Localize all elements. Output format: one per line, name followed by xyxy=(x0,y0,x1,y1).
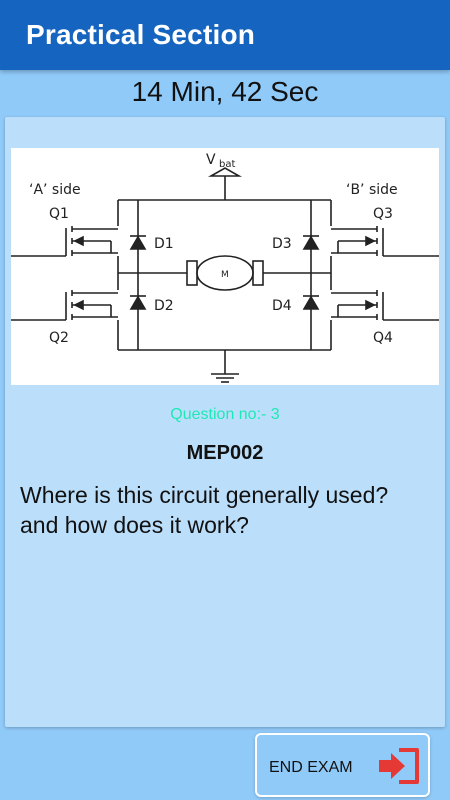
d3-label: D3 xyxy=(272,236,292,252)
d1-label: D1 xyxy=(154,236,174,252)
question-text: Where is this circuit generally used? an… xyxy=(20,482,389,538)
side-a-label: ‘A’ side xyxy=(29,182,81,198)
motor-label: M xyxy=(221,270,229,280)
d4-label: D4 xyxy=(272,298,292,314)
exam-timer: 14 Min, 42 Sec xyxy=(131,76,319,107)
end-exam-button[interactable]: END EXAM xyxy=(255,733,430,797)
q2-label: Q2 xyxy=(49,330,69,346)
app-bar: Practical Section xyxy=(0,0,450,70)
vbat-sub-label: bat xyxy=(219,159,235,170)
d2-label: D2 xyxy=(154,298,174,314)
question-number: Question no:- 3 xyxy=(170,406,280,423)
circuit-diagram-image: V bat M xyxy=(11,148,439,385)
side-b-label: ‘B’ side xyxy=(346,182,398,198)
q4-label: Q4 xyxy=(373,330,393,346)
question-code: MEP002 xyxy=(186,442,264,464)
question-card: V bat M xyxy=(5,117,445,727)
q3-label: Q3 xyxy=(373,206,393,222)
page-title: Practical Section xyxy=(26,19,256,50)
end-exam-label: END EXAM xyxy=(269,759,353,776)
q1-label: Q1 xyxy=(49,206,69,222)
exit-icon xyxy=(377,748,421,789)
vbat-label: V xyxy=(206,152,216,168)
